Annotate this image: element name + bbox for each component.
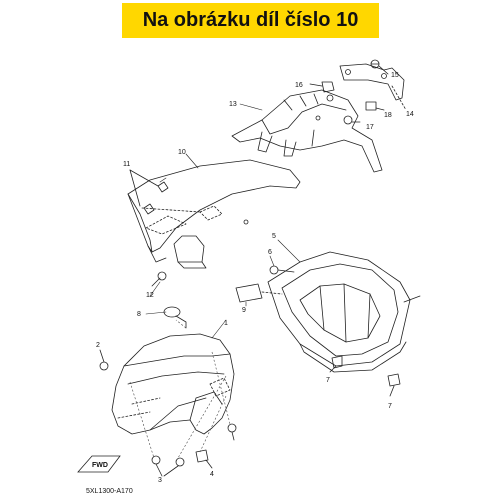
fastener-part-18	[365, 101, 385, 111]
mudguard-part-10	[127, 159, 301, 269]
callout-4: 4	[210, 471, 214, 478]
rear-bracket-part-13	[231, 89, 383, 173]
callout-15: 15	[391, 72, 399, 79]
screw-part-12	[151, 271, 167, 287]
front-fender-part-1	[111, 333, 235, 435]
callout-7b: 7	[388, 403, 392, 410]
callout-14: 14	[406, 111, 414, 118]
callout-10: 10	[178, 149, 186, 156]
callout-17: 17	[366, 124, 374, 131]
callout-6: 6	[268, 249, 272, 256]
callout-7a: 7	[326, 377, 330, 384]
callout-11: 11	[123, 161, 130, 168]
inner-fender-part-5	[267, 251, 421, 373]
callout-12: 12	[146, 292, 154, 299]
clip-part-7-b	[387, 373, 401, 397]
clamp-part-8	[163, 306, 187, 329]
fastener-part-4	[195, 449, 213, 469]
fastener-part-15	[370, 59, 389, 75]
fastener-part-17	[343, 115, 361, 125]
callout-18: 18	[384, 112, 392, 119]
callout-3: 3	[158, 477, 162, 484]
figure-code: 5XL1300-A170	[86, 488, 133, 495]
screw-part-3	[151, 455, 185, 477]
clip-part-7-a	[329, 355, 343, 373]
page-title-banner: Na obrázku díl číslo 10	[122, 3, 379, 38]
callout-5: 5	[272, 233, 276, 240]
callout-2: 2	[96, 342, 100, 349]
fwd-label: FWD	[92, 462, 108, 469]
fastener-part-16	[309, 81, 335, 93]
callout-1: 1	[224, 320, 228, 327]
screw-part-11	[129, 169, 169, 215]
callout-8: 8	[137, 311, 141, 318]
callout-16: 16	[295, 82, 303, 89]
clip-part-9	[235, 283, 283, 303]
leader-lines	[145, 103, 301, 339]
plate-part-14	[339, 63, 407, 111]
forward-direction-arrow: FWD	[77, 455, 121, 473]
screw-part-2	[99, 349, 237, 441]
callout-9: 9	[242, 307, 246, 314]
callout-13: 13	[229, 101, 237, 108]
alignment-lines	[129, 319, 231, 459]
